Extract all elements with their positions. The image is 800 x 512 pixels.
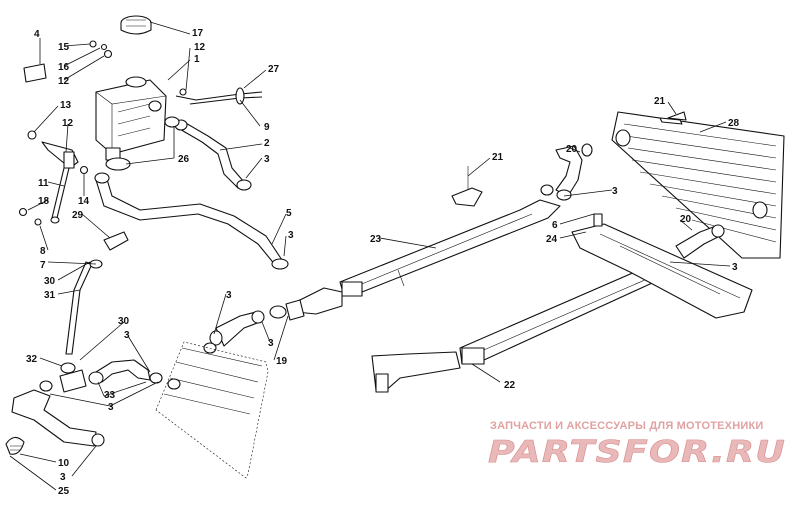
- callout-24: 24: [546, 234, 558, 245]
- heat-exchanger-23: [295, 199, 561, 315]
- callout-5: 5: [286, 208, 292, 219]
- callout-6: 6: [552, 220, 558, 231]
- callout-7: 7: [40, 260, 46, 271]
- callout-2: 2: [264, 138, 270, 149]
- callout-3-b: 3: [288, 230, 294, 241]
- callout-10: 10: [58, 458, 70, 469]
- callout-16: 16: [58, 62, 70, 73]
- hose-2: [174, 119, 252, 191]
- radiator-outline: [155, 341, 269, 479]
- callout-3-a: 3: [264, 154, 270, 165]
- callout-26: 26: [178, 154, 190, 165]
- hose-20-upper: [540, 143, 593, 201]
- callout-28: 28: [728, 118, 740, 129]
- callout-12-a: 12: [58, 76, 70, 87]
- callout-4: 4: [34, 29, 40, 40]
- callout-20-b: 20: [680, 214, 692, 225]
- heat-exchanger-28: [611, 111, 785, 259]
- callout-12-c: 12: [62, 118, 74, 129]
- callout-19: 19: [276, 356, 288, 367]
- hose-middle: [203, 310, 265, 354]
- callout-15: 15: [58, 42, 70, 53]
- mount-decal: [23, 63, 47, 83]
- overflow-hose-31: [65, 231, 129, 355]
- hose-10: [11, 389, 105, 447]
- callout-21-b: 21: [654, 96, 666, 107]
- callout-21-a: 21: [492, 152, 504, 163]
- watermark-caption: ЗАПЧАСТИ И АКСЕССУАРЫ ДЛЯ МОТОТЕХНИКИ: [490, 420, 763, 432]
- callout-23: 23: [370, 234, 382, 245]
- callout-30-b: 30: [118, 316, 130, 327]
- overflow-tube: [175, 87, 263, 105]
- callout-30-a: 30: [44, 276, 56, 287]
- callout-14: 14: [78, 196, 90, 207]
- coupler-19: [269, 299, 305, 321]
- callout-11: 11: [38, 178, 49, 189]
- hose-32: [39, 362, 87, 393]
- leader-lines: [9, 21, 731, 491]
- callout-9: 9: [264, 122, 270, 133]
- heat-exchanger-22: [371, 263, 671, 393]
- callout-27: 27: [268, 64, 280, 75]
- heat-exchanger-24: [571, 213, 753, 319]
- watermark-logo: PARTSFOR.RU: [488, 435, 786, 470]
- callout-3-f: 3: [124, 330, 130, 341]
- hose-clamps-26: [105, 116, 180, 171]
- watermark: ЗАПЧАСТИ И АКСЕССУАРЫ ДЛЯ МОТОТЕХНИКИ PA…: [488, 420, 786, 470]
- callout-25: 25: [58, 486, 70, 497]
- callout-3-c: 3: [612, 186, 618, 197]
- callout-3-h: 3: [108, 402, 114, 413]
- callout-18: 18: [38, 196, 50, 207]
- hose-33: [88, 359, 181, 390]
- callout-13: 13: [60, 100, 72, 111]
- callout-29: 29: [72, 210, 84, 221]
- callout-3-e: 3: [226, 290, 232, 301]
- callout-12-b: 12: [194, 42, 206, 53]
- callout-33: 33: [104, 390, 116, 401]
- clamp-25: [5, 436, 25, 455]
- callout-31: 31: [44, 290, 56, 301]
- callout-1: 1: [194, 54, 200, 65]
- reservoir-bracket: [41, 141, 79, 224]
- coolant-reservoir: [95, 76, 167, 161]
- part-callouts: 4 15 16 12 17 12 1 27 13 12 9 2 26 3 11 …: [26, 28, 740, 497]
- callout-32: 32: [26, 354, 38, 365]
- reservoir-cap: [120, 15, 152, 35]
- callout-17: 17: [192, 28, 204, 39]
- callout-3-g: 3: [268, 338, 274, 349]
- small-fasteners: [18, 40, 187, 226]
- callout-20-a: 20: [566, 144, 578, 155]
- callout-3-i: 3: [60, 472, 66, 483]
- callout-8: 8: [40, 246, 46, 257]
- hose-5: [94, 172, 289, 270]
- temperature-sensors: [451, 111, 687, 207]
- callout-3-d: 3: [732, 262, 738, 273]
- callout-22: 22: [504, 380, 516, 391]
